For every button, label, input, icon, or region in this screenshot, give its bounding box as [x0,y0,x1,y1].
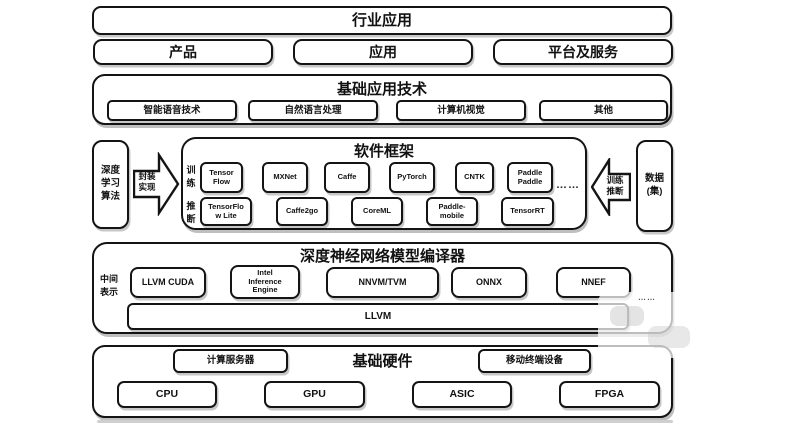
framework-title: 软件框架 [353,143,414,160]
chip-box-fpga: FPGA [559,381,660,408]
app-tech-item-cv: 计算机视觉 [396,100,526,121]
framework-infer-item-caffe2go: Caffe2go [276,197,328,226]
framework-infer-item-paddlemobile: Paddle- mobile [426,197,478,226]
app-tech-item-speech: 智能语音技术 [107,100,237,121]
compiler-title: 深度神经网络模型编译器 [299,248,465,265]
framework-ellipsis: …… [556,179,580,191]
train-infer-arrow-icon [590,155,632,219]
app-tech-item-nlp: 自然语言处理 [248,100,378,121]
llvm-bar: LLVM [127,303,629,330]
framework-train-item-cntk: CNTK [455,162,494,193]
compiler-item-llvm-cuda: LLVM CUDA [130,267,206,298]
framework-train-item-tensorflow: Tensor Flow [200,162,243,193]
bottom-shadow-line [97,420,673,423]
framework-infer-item-tflite: TensorFlo w Lite [200,197,252,226]
framework-train-item-mxnet: MXNet [262,162,308,193]
encapsulate-arrow-label: 封装 实现 [138,171,156,193]
watermark-blob [648,326,690,348]
compute-server-box: 计算服务器 [173,349,288,373]
framework-train-item-paddlepaddle: Paddle Paddle [507,162,553,193]
app-tech-title: 基础应用技术 [336,81,427,98]
compiler-ellipsis: …… [638,293,656,302]
chip-box-asic: ASIC [412,381,512,408]
encapsulate-arrow-icon [132,150,180,218]
industry-application-box: 行业应用 [92,6,672,35]
watermark-smudge [598,292,702,358]
framework-infer-item-tensorrt: TensorRT [501,197,554,226]
framework-infer-item-coreml: CoreML [351,197,403,226]
chip-box-cpu: CPU [117,381,217,408]
train-row-label: 训 练 [186,165,196,188]
chip-box-gpu: GPU [264,381,365,408]
framework-train-item-caffe: Caffe [324,162,370,193]
train-infer-arrow-label: 训练 推断 [606,175,624,197]
compiler-item-nnvm-tvm: NNVM/TVM [326,267,439,298]
compiler-item-intel-inference-engine: Intel Inference Engine [230,265,300,299]
ir-label: 中间 表示 [99,274,118,297]
app-tech-item-other: 其他 [539,100,668,121]
dl-algorithm-box: 深度 学习 算法 [92,140,129,229]
watermark-blob [610,306,644,326]
compiler-item-onnx: ONNX [451,267,527,298]
application-box: 应用 [293,39,473,65]
platform-services-box: 平台及服务 [493,39,673,65]
infer-row-label: 推 断 [186,201,196,224]
framework-train-item-pytorch: PyTorch [389,162,435,193]
product-box: 产品 [93,39,273,65]
hardware-title: 基础硬件 [352,353,413,370]
mobile-device-box: 移动终端设备 [478,349,591,373]
dataset-box: 数据 (集) [636,140,673,232]
